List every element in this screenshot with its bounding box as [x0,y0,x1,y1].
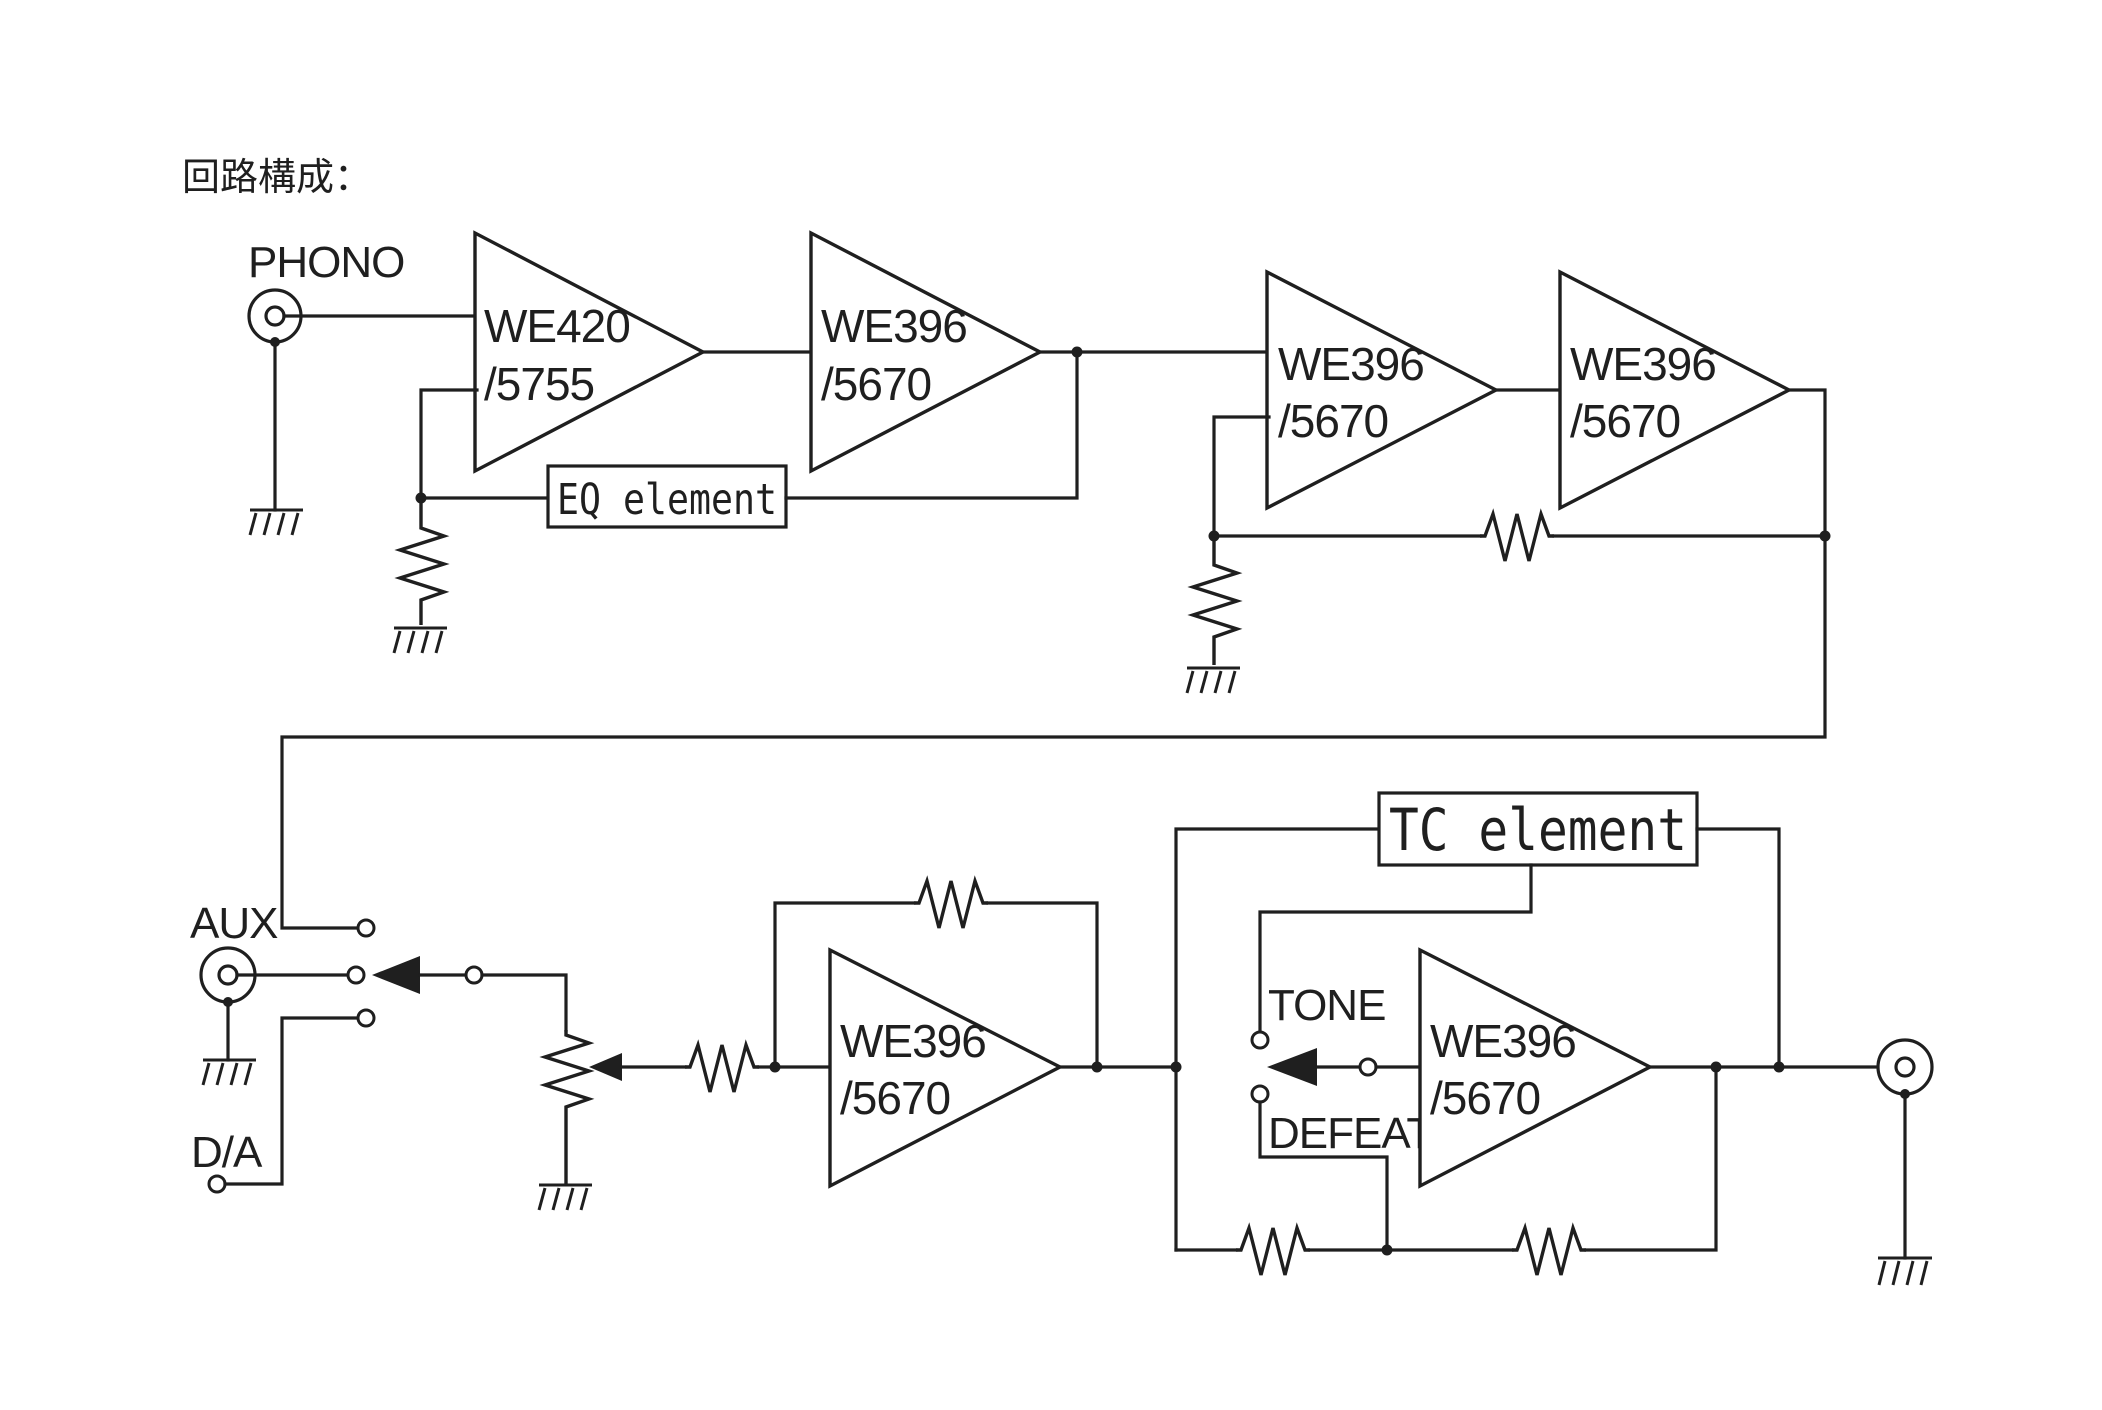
ground-symbol [248,508,303,536]
defeat-label: DEFEAT [1268,1109,1432,1158]
resistor [1187,536,1243,665]
output-jack [1876,1038,1934,1096]
stage-5-alt: /5670 [840,1072,950,1124]
stage-2-alt: /5670 [821,358,931,410]
wire [784,350,1079,500]
amp-stage-5 [828,947,1064,1189]
tone-label: TONE [1268,981,1385,1030]
da-label: D/A [191,1128,263,1177]
input-selector-switch [346,918,484,1028]
ground-symbol [392,626,447,654]
wire [1258,863,1533,1034]
wire [280,388,1827,930]
amp-stage-4 [1558,269,1793,511]
resistor [914,875,988,929]
amp-stage-2 [809,230,1044,474]
resistor [394,498,450,625]
wire [1695,827,1781,1069]
aux-label: AUX [190,899,278,948]
wire [223,1016,360,1186]
stage-3-tube: WE396 [1278,338,1424,390]
amp-stage-3 [1265,269,1500,511]
eq-element-label: EQ element [557,475,777,525]
diagram-title: 回路構成： [182,155,372,199]
ground-symbol [201,1058,256,1086]
tc-element-label: TC element [1389,796,1687,864]
stage-3-alt: /5670 [1278,395,1388,447]
potentiometer-wiper [589,1053,622,1081]
ground-symbol [1185,666,1240,694]
wire [773,901,916,1069]
eq-element-block [546,464,788,529]
stage-2-tube: WE396 [821,300,967,352]
wire [1174,827,1381,1252]
wire [986,901,1099,1069]
ground-symbol [1877,1256,1932,1286]
phono-label: PHONO [248,238,404,287]
stage-6-alt: /5670 [1430,1072,1540,1124]
da-input-terminal [207,1174,227,1194]
stage-1-tube: WE420 [484,300,630,352]
stage-5-tube: WE396 [840,1015,986,1067]
resistor [1236,1222,1310,1276]
stage-4-alt: /5670 [1570,395,1680,447]
ground-symbol [537,1183,592,1211]
stage-1-alt: /5755 [484,358,594,410]
wire [480,973,568,1032]
resistor [1512,1222,1586,1276]
amp-stage-1 [473,230,707,474]
stage-4-tube: WE396 [1570,338,1716,390]
wire [1212,415,1271,538]
tone-defeat-switch [1250,1030,1378,1104]
volume-potentiometer [539,1030,595,1185]
resistor [1480,508,1554,562]
stage-6-tube: WE396 [1430,1015,1576,1067]
wire [1584,1065,1718,1252]
amp-stage-6 [1418,947,1654,1189]
wire [419,388,479,500]
wire [1258,1100,1389,1252]
resistor [685,1039,759,1093]
